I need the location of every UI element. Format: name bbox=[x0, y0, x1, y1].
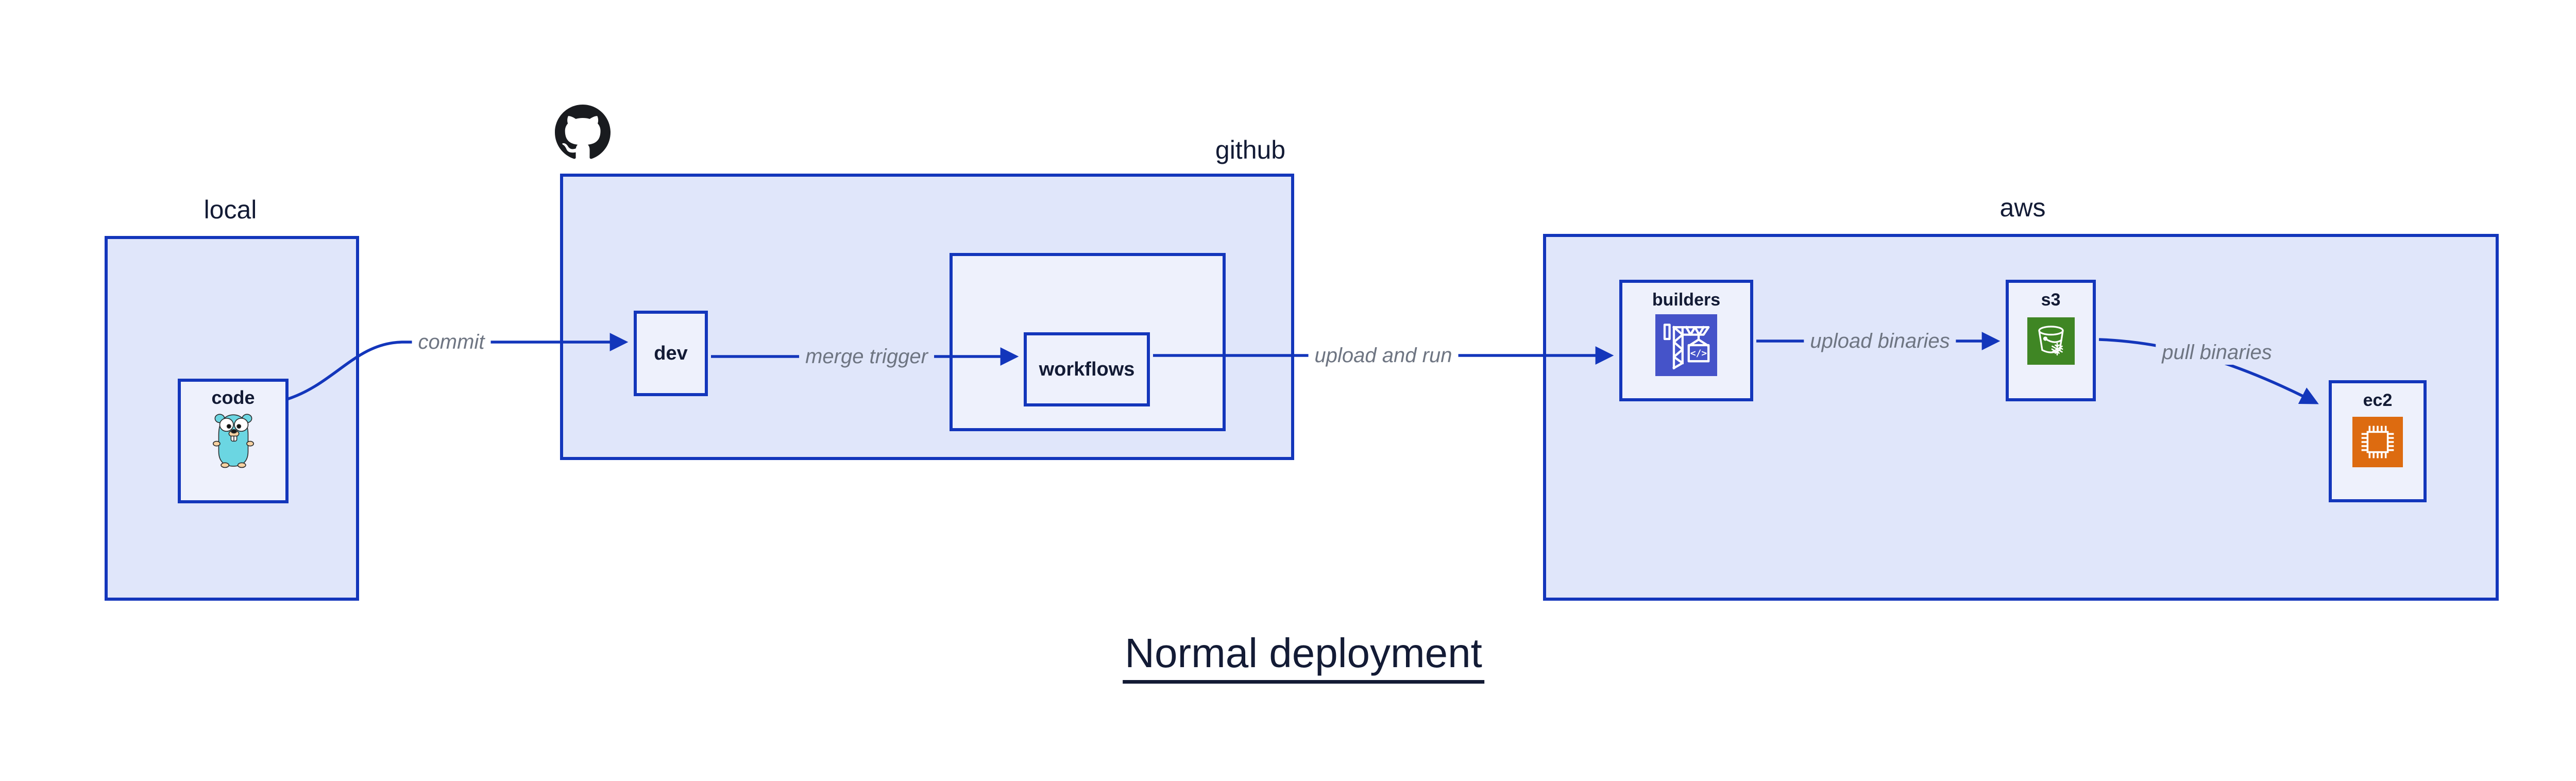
node-workflows: workflows bbox=[1024, 332, 1150, 406]
builders-label: builders bbox=[1652, 290, 1721, 310]
go-gopher-icon bbox=[212, 414, 254, 468]
edge-label-commit: commit bbox=[412, 330, 491, 354]
workflows-label: workflows bbox=[1039, 358, 1135, 380]
diagram-title: Normal deployment bbox=[1123, 630, 1484, 684]
edge-label-upload-and-run: upload and run bbox=[1308, 343, 1459, 368]
node-builders: builders </> bbox=[1619, 280, 1753, 401]
local-group-label: local bbox=[204, 195, 257, 224]
github-group-label: github bbox=[1215, 135, 1286, 164]
s3-label: s3 bbox=[2041, 290, 2061, 310]
s3-bucket-snowflake-icon bbox=[2027, 317, 2075, 365]
dev-label: dev bbox=[654, 342, 688, 364]
code-label: code bbox=[211, 387, 255, 408]
node-s3: s3 bbox=[2006, 280, 2096, 401]
node-code: code bbox=[178, 379, 289, 503]
codebuild-crane-icon: </> bbox=[1655, 314, 1717, 376]
node-ec2: ec2 bbox=[2329, 380, 2427, 502]
edge-label-upload-binaries: upload binaries bbox=[1804, 329, 1956, 353]
ec2-label: ec2 bbox=[2363, 390, 2393, 410]
edge-label-merge-trigger: merge trigger bbox=[799, 344, 934, 369]
aws-group-label: aws bbox=[1999, 193, 2046, 222]
builders-icon-code-glyph: </> bbox=[1690, 348, 1707, 359]
ec2-chip-icon bbox=[2352, 417, 2403, 467]
github-octocat-icon bbox=[555, 105, 611, 159]
node-dev: dev bbox=[634, 311, 708, 396]
edge-label-pull-binaries: pull binaries bbox=[2156, 340, 2278, 365]
snowflake-glyph bbox=[2051, 343, 2063, 355]
